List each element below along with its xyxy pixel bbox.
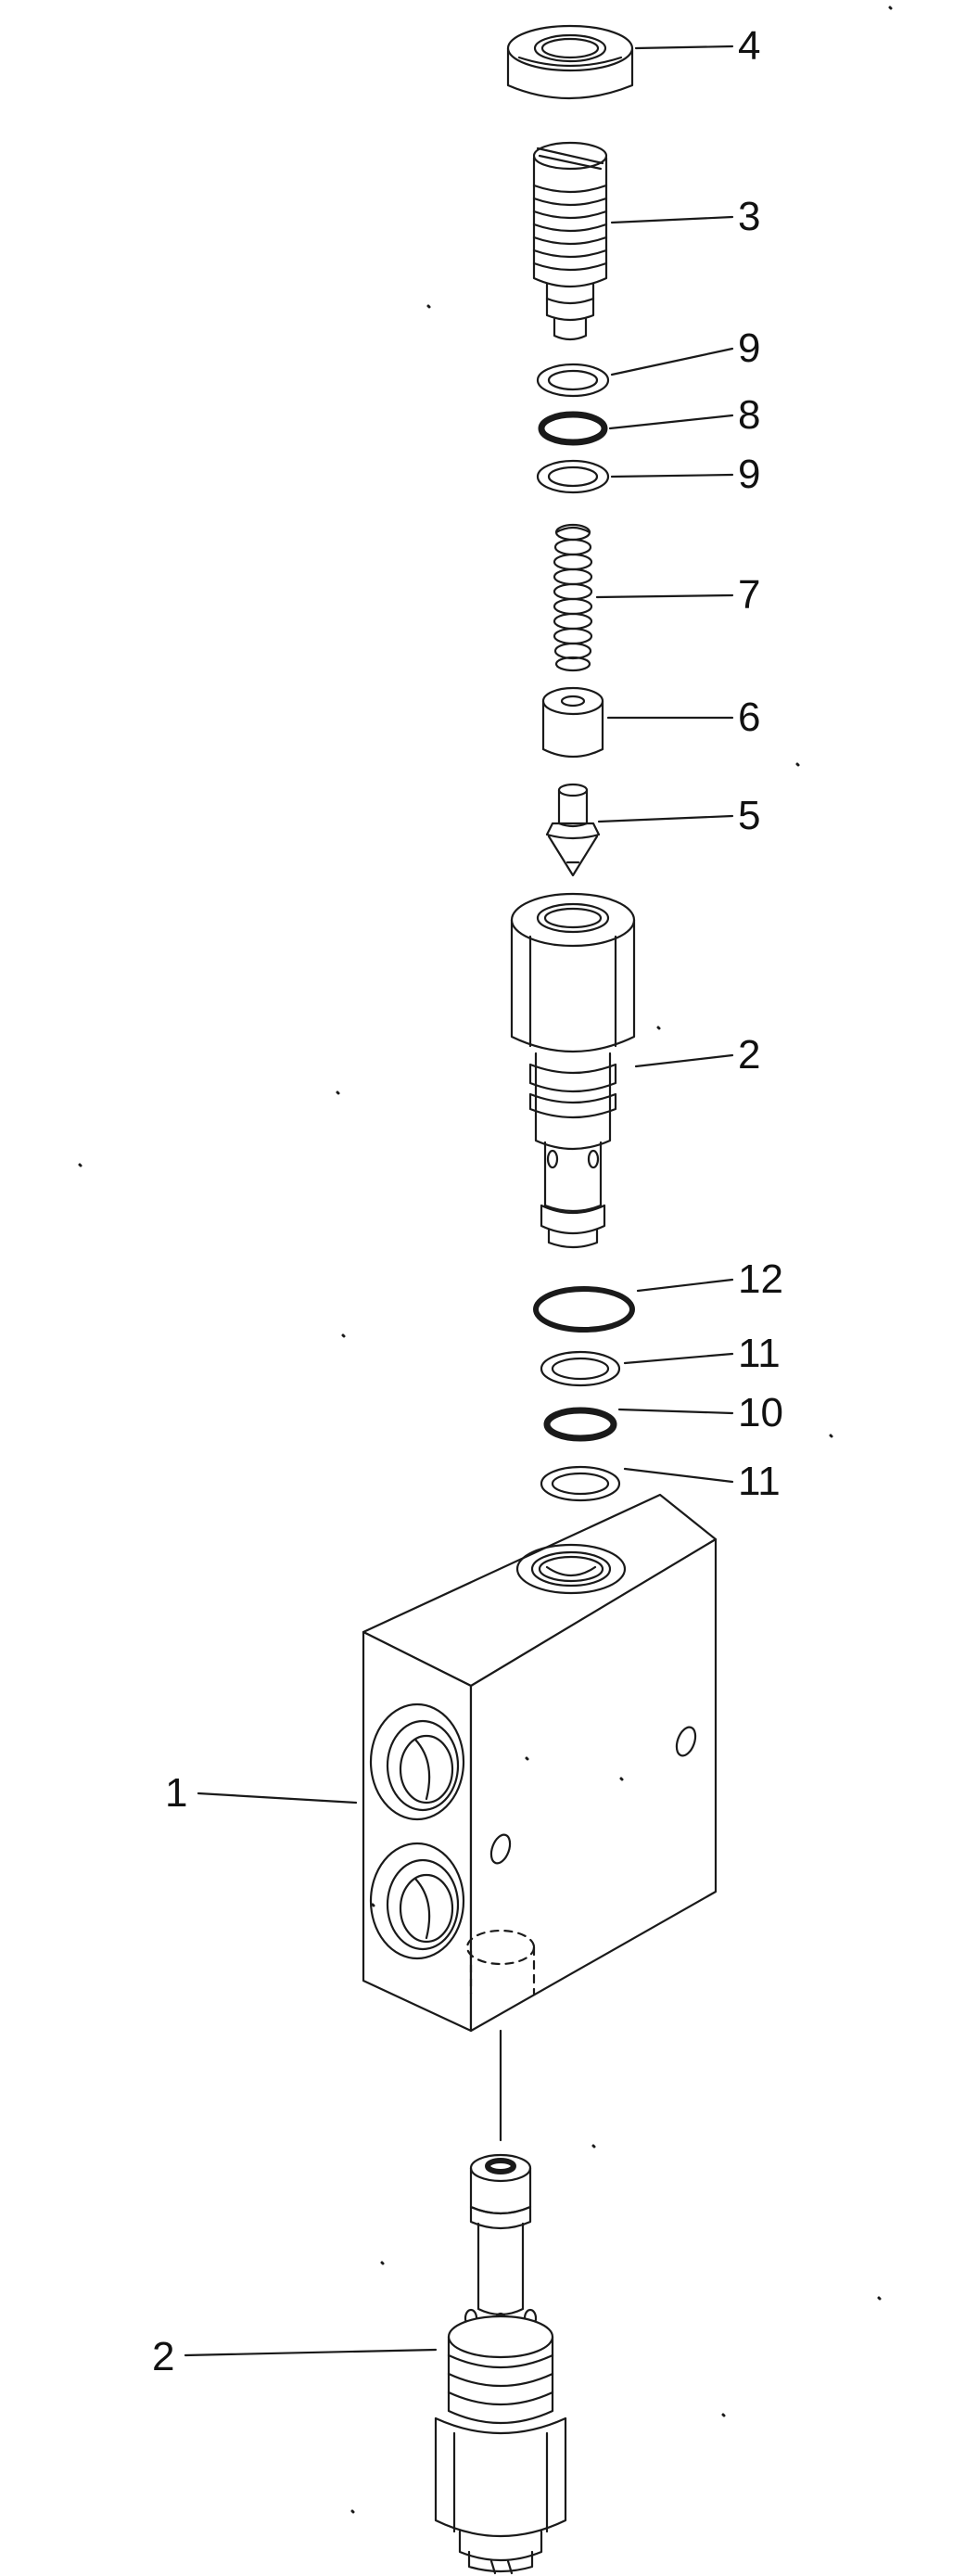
callout-9-upper: 9	[738, 325, 760, 371]
callout-7: 7	[738, 572, 760, 618]
leader-8	[608, 414, 734, 430]
part-10-o-ring	[547, 1410, 614, 1438]
leader-9a	[610, 347, 734, 376]
leader-1	[197, 1792, 358, 1804]
leader-4	[634, 45, 734, 50]
part-11-backup-ring-lower	[541, 1467, 619, 1500]
callout-6: 6	[738, 695, 760, 740]
callout-1: 1	[165, 1770, 187, 1816]
part-7-spring	[554, 525, 591, 670]
part-9-washer-lower	[538, 461, 608, 492]
part-2-valve-cartridge-lower	[436, 2155, 565, 2573]
leader-lines	[184, 45, 734, 2357]
leader-3	[610, 215, 734, 224]
leader-2a	[634, 1053, 734, 1068]
callout-10: 10	[738, 1390, 783, 1435]
part-6-sleeve	[543, 688, 603, 757]
callout-11-lower: 11	[738, 1459, 781, 1504]
part-3-adjust-screw	[534, 143, 606, 339]
callout-labels: 4 3 9 8 9 7 6 5 2 12 11 10 11 1 2	[152, 23, 783, 2379]
part-11-backup-ring-upper	[541, 1352, 619, 1385]
callout-9-lower: 9	[738, 452, 760, 497]
callout-2-upper: 2	[738, 1032, 760, 1078]
part-12-o-ring	[536, 1289, 632, 1330]
callout-11-upper: 11	[738, 1331, 781, 1376]
leader-11a	[623, 1352, 734, 1365]
leader-12	[636, 1278, 734, 1293]
callout-3: 3	[738, 194, 760, 239]
leader-10	[617, 1408, 734, 1415]
leader-5	[597, 814, 734, 823]
callout-4: 4	[738, 23, 760, 69]
scan-specks	[78, 6, 893, 2514]
part-8-o-ring	[541, 414, 604, 442]
callout-2-lower: 2	[152, 2334, 174, 2379]
part-2-valve-sleeve-upper	[512, 894, 634, 1247]
part-9-washer-upper	[538, 364, 608, 396]
leader-7	[595, 593, 734, 599]
callout-12: 12	[738, 1256, 783, 1302]
callout-8: 8	[738, 392, 760, 438]
part-5-poppet	[547, 784, 599, 875]
callout-5: 5	[738, 793, 760, 838]
part-4-nut	[508, 26, 632, 98]
leader-2b	[184, 2348, 438, 2357]
part-1-valve-block	[363, 1495, 716, 2031]
leader-9b	[610, 473, 734, 478]
leader-11b	[623, 1467, 734, 1484]
